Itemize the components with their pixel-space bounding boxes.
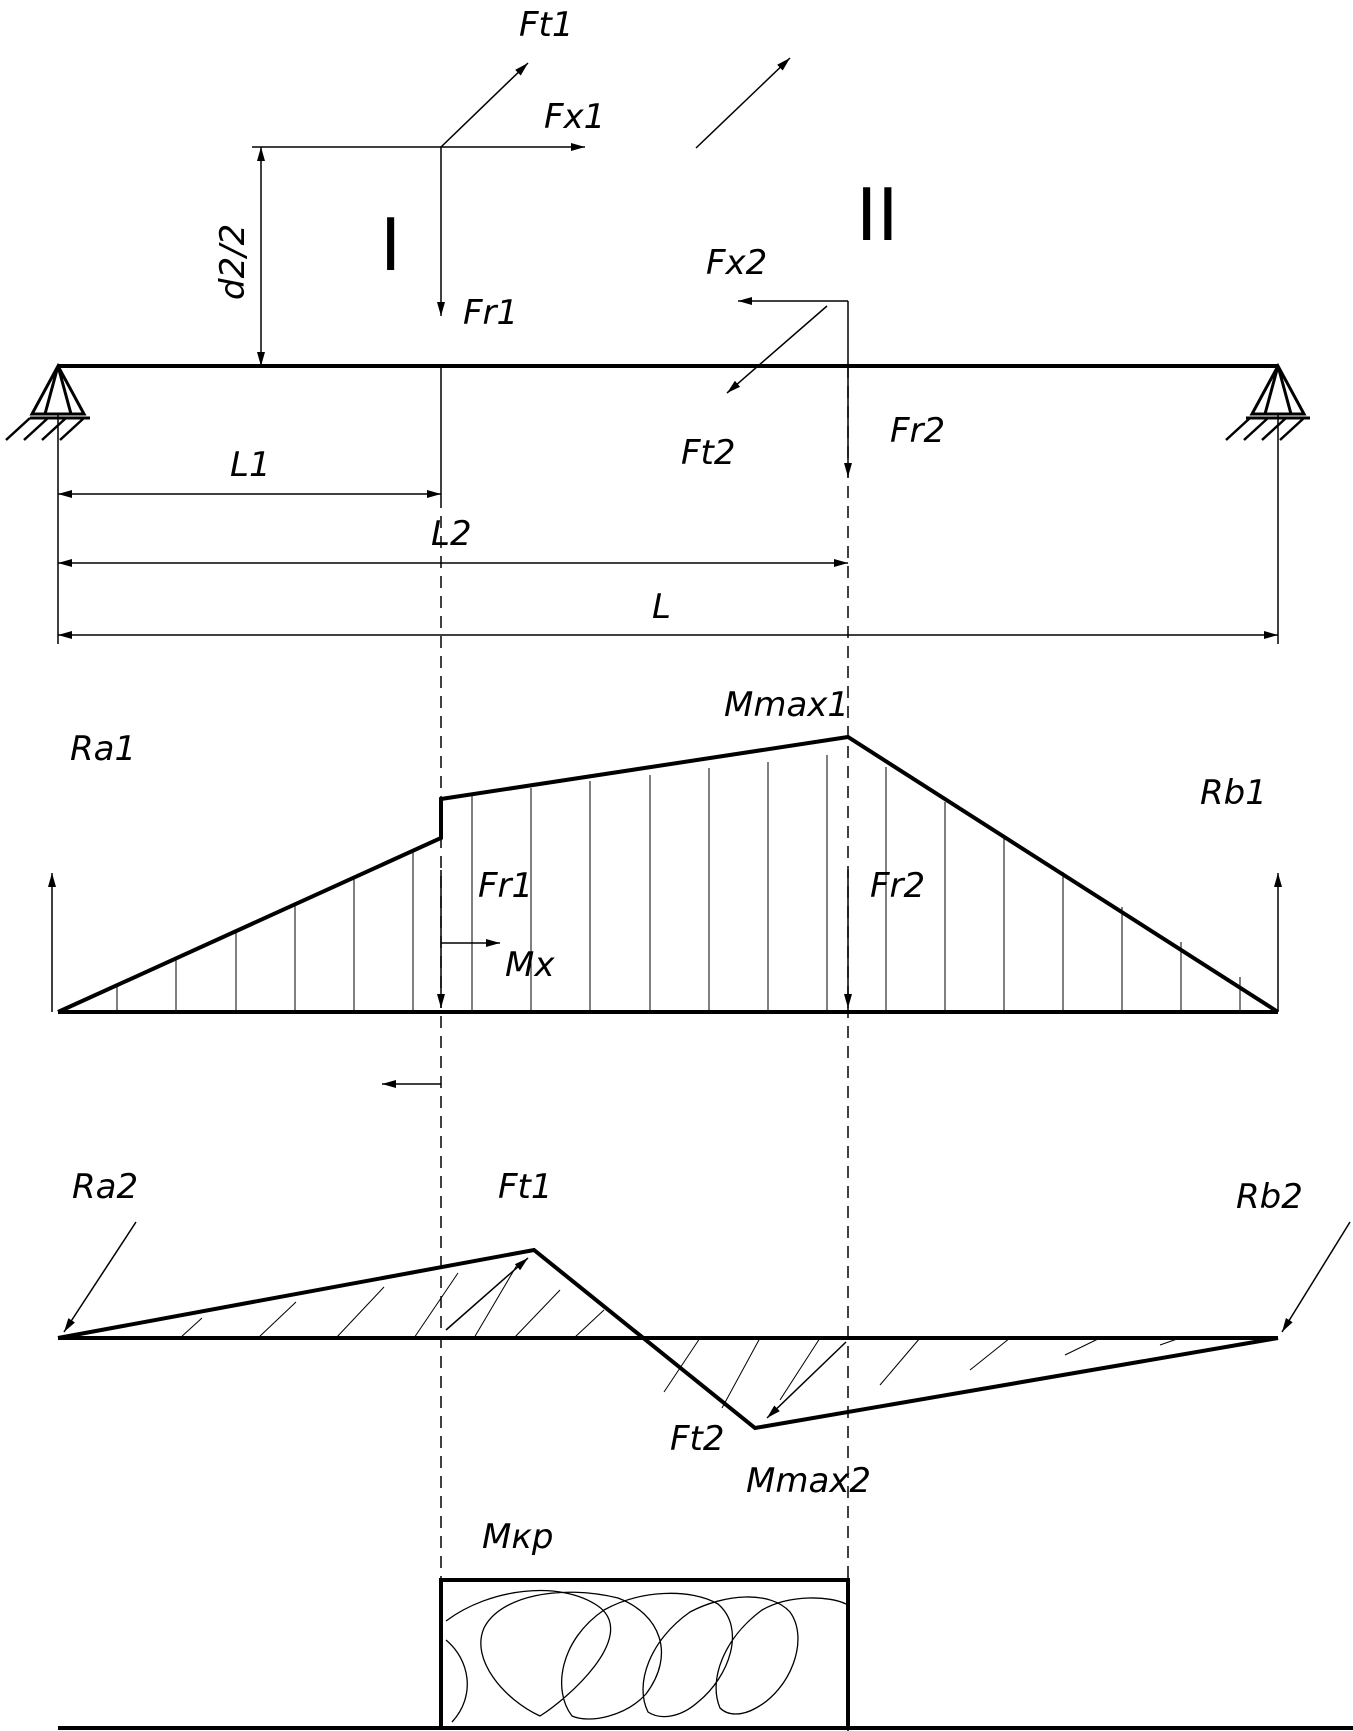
- horizontal-moment-hatching: [179, 1264, 1181, 1409]
- ft2-diagram-label: Ft2: [670, 1419, 725, 1459]
- left-support: [5, 362, 90, 441]
- ra1-label: Ra1: [70, 729, 136, 769]
- ft2-label: Ft2: [681, 433, 736, 473]
- torque-rectangle: [439, 1578, 850, 1728]
- ft1-label: Ft1: [519, 5, 574, 45]
- fr1-diagram-label: Fr1: [478, 866, 533, 906]
- rb1-label: Rb1: [1200, 773, 1267, 813]
- ft1-arrow: [440, 62, 529, 148]
- l-label: L: [652, 587, 671, 627]
- mmax2-label: Mmax2: [746, 1461, 871, 1501]
- section-projection-lines: [440, 366, 849, 1731]
- fr1-label: Fr1: [463, 293, 518, 333]
- gear-1-forces: [437, 57, 791, 496]
- beam-scheme: I II Ft1 Fx1 Fr1 Fx2 Ft2 Fr2 d2/2 L1 L2 …: [5, 5, 1310, 644]
- vertical-moment-outline: [57, 734, 1280, 1014]
- torque-diagram: Мкр: [58, 1517, 1353, 1730]
- ft2-diagram-arrow: [766, 1341, 847, 1419]
- l1-label: L1: [230, 445, 271, 485]
- l2-label: L2: [431, 514, 472, 554]
- fr2-label: Fr2: [890, 411, 945, 451]
- length-dimensions: [57, 414, 1279, 644]
- ft1-diagram-arrow: [445, 1257, 529, 1331]
- direction-arrow: [695, 57, 791, 149]
- mmax1-label: Mmax1: [724, 685, 849, 725]
- section-2-label: II: [856, 173, 898, 257]
- rb2-arrow: [1281, 1221, 1351, 1333]
- ra2-arrow: [63, 1221, 137, 1333]
- fr2-diagram-label: Fr2: [870, 866, 925, 906]
- vertical-moment-diagram: Ra1 Rb1 Mmax1 Fr1 Fr2 Mx: [48, 685, 1282, 1088]
- horizontal-moment-diagram: Ra2 Rb2 Ft1 Ft2 Mmax2: [57, 1167, 1351, 1501]
- d2-dimension: [252, 146, 441, 366]
- torque-hatching: [445, 1589, 847, 1720]
- right-support: [1225, 362, 1310, 441]
- section-1-label: I: [380, 203, 401, 287]
- ra2-label: Ra2: [72, 1167, 138, 1207]
- horizontal-moment-outline: [57, 1247, 1279, 1431]
- d2-half-label: d2/2: [213, 224, 253, 300]
- rb2-label: Rb2: [1236, 1177, 1303, 1217]
- ft2-arrow: [726, 305, 828, 394]
- fx2-label: Fx2: [706, 243, 767, 283]
- gear-2-forces: [726, 297, 852, 477]
- vertical-moment-hatching: [116, 755, 1241, 1012]
- torque-label: Мкр: [482, 1517, 553, 1557]
- fx1-label: Fx1: [544, 97, 605, 137]
- ft1-diagram-label: Ft1: [498, 1167, 553, 1207]
- mx-label: Mx: [505, 945, 555, 985]
